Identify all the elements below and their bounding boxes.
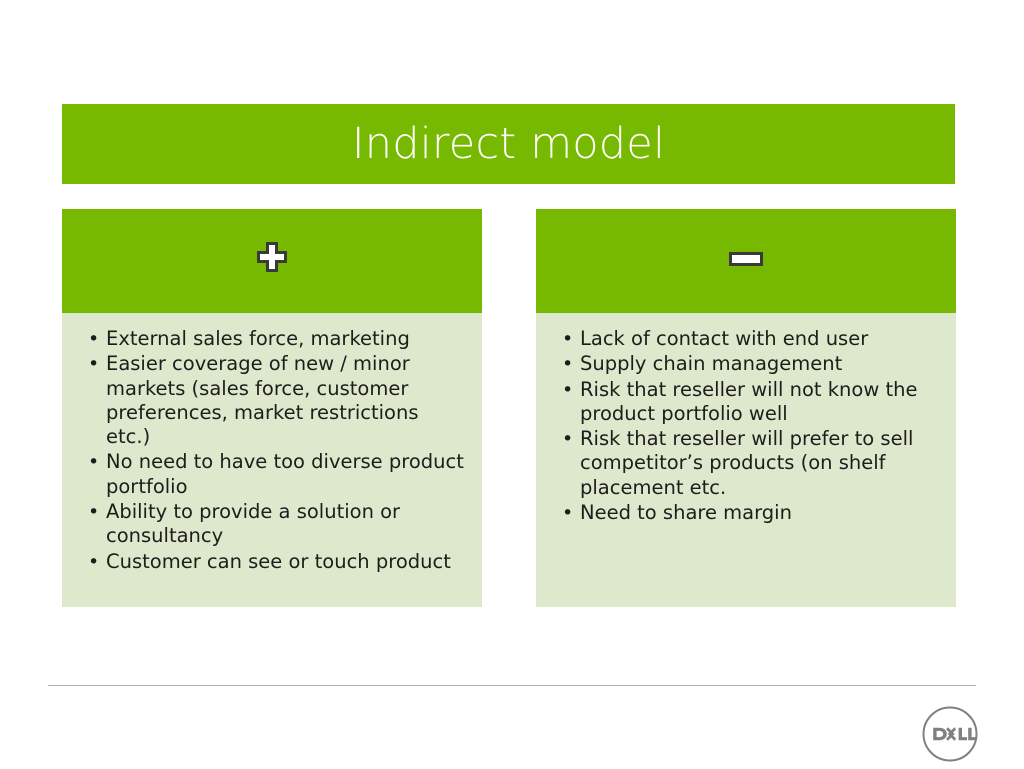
- slide-title-banner: Indirect model: [62, 104, 955, 184]
- list-item: External sales force, marketing: [88, 327, 466, 352]
- footer-divider: [48, 685, 976, 686]
- list-item: Customer can see or touch product: [88, 550, 466, 575]
- list-item: Risk that reseller will prefer to sell c…: [562, 427, 940, 500]
- column-cons: Lack of contact with end user Supply cha…: [536, 209, 956, 607]
- list-item: Supply chain management: [562, 352, 940, 377]
- column-pros-body: External sales force, marketing Easier c…: [62, 313, 482, 607]
- column-cons-body: Lack of contact with end user Supply cha…: [536, 313, 956, 607]
- column-pros-header: [62, 209, 482, 313]
- list-item: Need to share margin: [562, 501, 940, 526]
- column-cons-header: [536, 209, 956, 313]
- minus-icon: [729, 251, 763, 271]
- cons-bullet-list: Lack of contact with end user Supply cha…: [548, 327, 944, 526]
- dell-logo: [920, 704, 980, 764]
- list-item: Risk that reseller will not know the pro…: [562, 378, 940, 427]
- pros-bullet-list: External sales force, marketing Easier c…: [74, 327, 470, 574]
- list-item: Easier coverage of new / minor markets (…: [88, 352, 466, 449]
- page-title: Indirect model: [351, 118, 666, 169]
- plus-icon: [255, 241, 289, 281]
- list-item: Lack of contact with end user: [562, 327, 940, 352]
- list-item: No need to have too diverse product port…: [88, 450, 466, 499]
- list-item: Ability to provide a solution or consult…: [88, 500, 466, 549]
- column-pros: External sales force, marketing Easier c…: [62, 209, 482, 607]
